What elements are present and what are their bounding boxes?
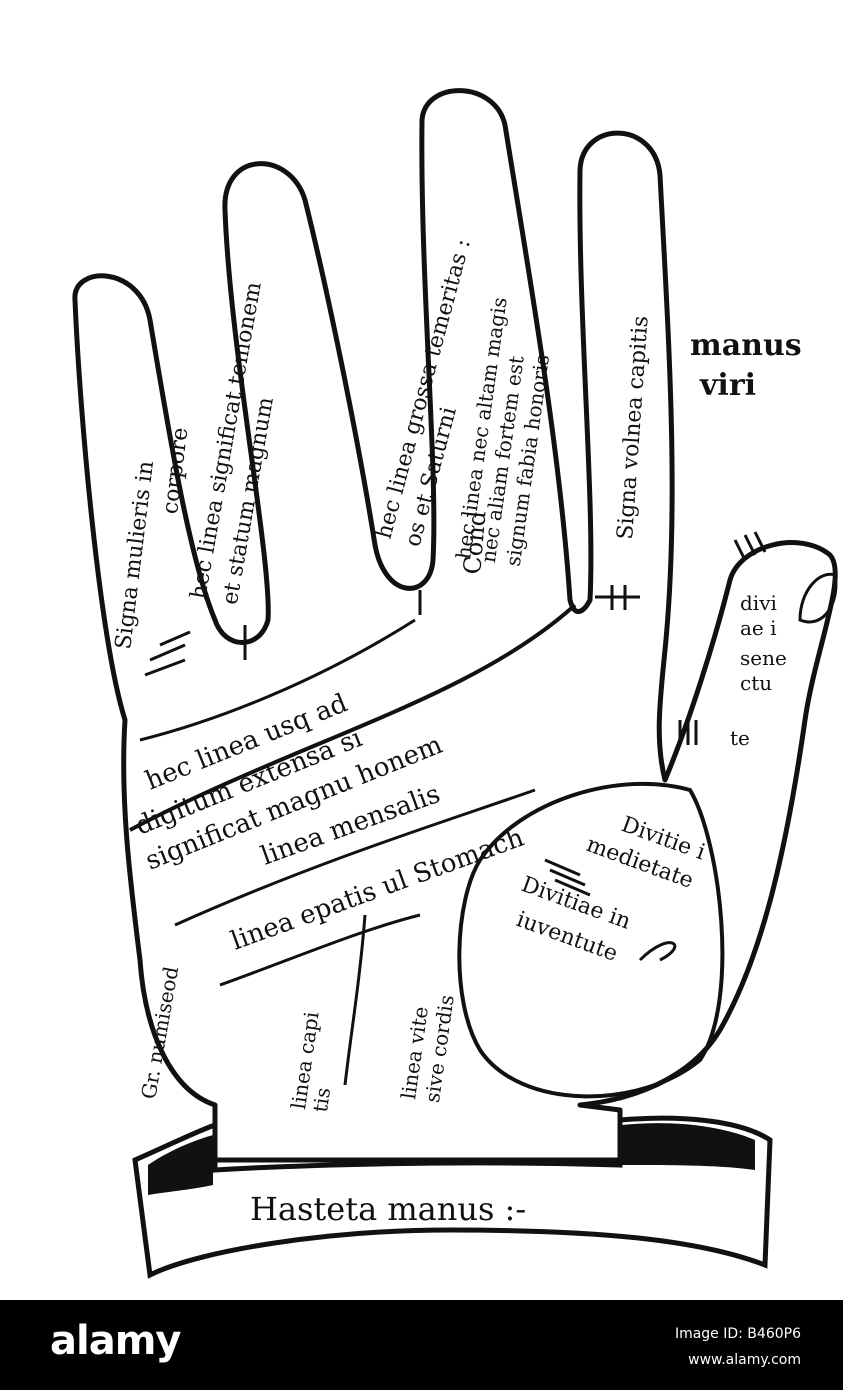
- scroll-banner: [132, 1115, 773, 1279]
- scroll-label-text: Hasteta manus :-: [250, 1190, 526, 1228]
- thumb-side-finger-text: Signa volnea capitis: [613, 315, 654, 540]
- thumb-text2: ae i: [740, 616, 777, 640]
- thumb-text4: ctu: [740, 671, 772, 695]
- thumb-text5: te: [730, 726, 750, 750]
- thenar-mound: [457, 781, 725, 1099]
- thumb-nail: [798, 572, 838, 624]
- line-mensalis: [129, 603, 577, 832]
- tick-marks: [144, 531, 767, 897]
- hand-drawing-svg: manus viri Signa mulieris in corpore hec…: [72, 88, 838, 1279]
- image-id-text: Image ID: B460P6: [674, 1326, 801, 1342]
- alamy-logo: alamy: [50, 1318, 181, 1364]
- little-finger-text2: corpore: [158, 426, 193, 515]
- hand-outline: [72, 88, 838, 1163]
- title-right-line2: viri: [699, 368, 756, 403]
- footer-bar: alamy Image ID: B460P6 www.alamy.com: [0, 1300, 843, 1390]
- line-hook: [638, 941, 677, 962]
- thumb-text3: sene: [740, 646, 787, 670]
- scroll-shadow-left: [148, 1135, 213, 1195]
- line-under-hec: [139, 618, 416, 742]
- line-hepatis: [174, 788, 536, 927]
- linea-capitis-text2: tis: [308, 1086, 335, 1114]
- index-cond-text: Cond: [458, 510, 491, 576]
- line-vitae: [343, 914, 367, 1086]
- footer-url-text: www.alamy.com: [688, 1352, 801, 1368]
- scroll-shadow-right: [622, 1123, 755, 1170]
- title-right-line1: manus: [690, 328, 802, 363]
- little-finger-text1: Signa mulieris in: [111, 459, 159, 650]
- line-capitis: [219, 913, 421, 987]
- thumb-text1: divi: [740, 591, 777, 615]
